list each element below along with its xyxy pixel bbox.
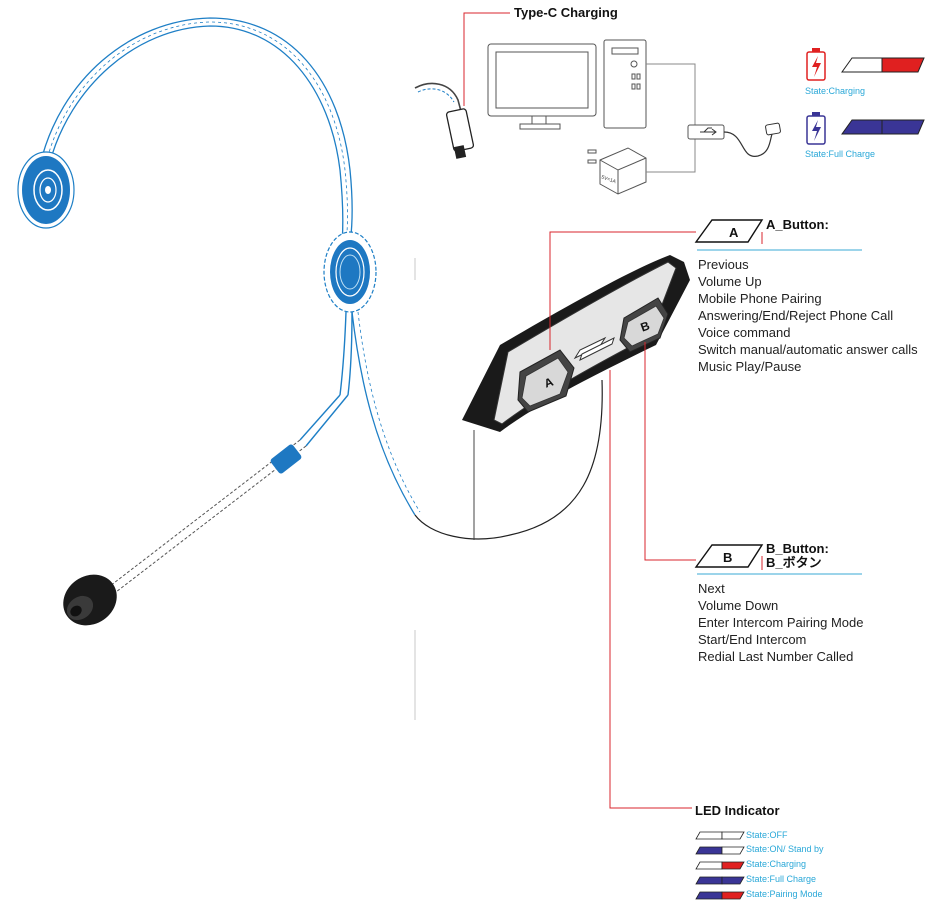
right-hub — [323, 231, 377, 313]
led-state-label: State:Charging — [746, 859, 807, 869]
led-bar-right-segment — [721, 876, 745, 885]
headband — [39, 17, 353, 246]
a-function-item: Previous — [698, 257, 749, 272]
a-button-title: A_Button: — [766, 217, 829, 232]
led-callout-line — [609, 370, 692, 809]
b-function-item: Enter Intercom Pairing Mode — [698, 615, 864, 630]
charging-cable — [414, 82, 475, 159]
adapter-label: 5V=1A — [600, 174, 617, 185]
b-function-item: Start/End Intercom — [698, 632, 807, 647]
a-function-item: Volume Up — [698, 274, 762, 289]
led-state-label: State:Full Charge — [746, 874, 817, 884]
b-button-subtitle: B_ボタン — [766, 555, 822, 570]
b-callout-line — [644, 342, 696, 561]
cable-to-mic — [299, 311, 353, 447]
led-legend — [695, 831, 745, 900]
battery-full-icon — [806, 112, 826, 145]
b-button-title: B_Button: — [766, 541, 829, 556]
battery-charging-label: State:Charging — [805, 86, 866, 96]
usb-cable-icon — [687, 122, 781, 157]
usb-connector-lines — [646, 63, 696, 173]
a-callout-line — [549, 231, 696, 350]
led-bar-right-segment — [721, 831, 745, 840]
led-bar-right-segment — [721, 861, 745, 870]
charging-state-bar — [841, 57, 925, 73]
type-c-charging-title: Type-C Charging — [514, 5, 618, 20]
battery-full-label: State:Full Charge — [805, 149, 876, 159]
boom-mic — [63, 439, 307, 626]
cable-to-control — [351, 311, 421, 516]
a-function-item: Answering/End/Reject Phone Call — [698, 308, 894, 323]
b-function-item: Volume Down — [698, 598, 779, 613]
a-key: A — [517, 349, 575, 413]
led-bar-left-segment — [695, 861, 723, 870]
a-function-item: Switch manual/automatic answer calls — [698, 342, 918, 357]
b-key: B — [619, 297, 669, 353]
b-button-badge: B — [694, 544, 764, 568]
led-bar-left-segment — [695, 831, 723, 840]
b-badge-letter: B — [723, 550, 732, 565]
guide-lines — [414, 258, 475, 720]
b-function-item: Next — [698, 581, 725, 596]
a-function-item: Music Play/Pause — [698, 359, 802, 374]
charging-callout-line — [463, 12, 510, 106]
a-function-item: Voice command — [698, 325, 791, 340]
computer-tower-icon — [603, 39, 647, 129]
cable-black — [414, 379, 603, 540]
control-unit — [462, 255, 690, 432]
a-function-item: Mobile Phone Pairing — [698, 291, 822, 306]
a-badge-letter: A — [729, 225, 739, 240]
battery-charging-icon — [806, 48, 826, 81]
led-state-label: State:OFF — [746, 830, 788, 840]
full-charge-state-bar — [841, 119, 925, 135]
led-bar-left-segment — [695, 891, 723, 900]
led-state-label: State:Pairing Mode — [746, 889, 823, 899]
left-ear-speaker — [17, 151, 75, 229]
b-function-item: Redial Last Number Called — [698, 649, 854, 664]
computer-monitor-icon — [487, 43, 597, 130]
led-bar-left-segment — [695, 846, 723, 855]
a-button-function-list: Previous Volume Up Mobile Phone Pairing … — [698, 256, 918, 375]
led-bar-right-segment — [721, 846, 745, 855]
led-state-label: State:ON/ Stand by — [746, 844, 824, 854]
power-adapter-icon: 5V=1A — [587, 147, 647, 195]
led-indicator-title: LED Indicator — [695, 803, 780, 818]
led-bar-right-segment — [721, 891, 745, 900]
led-bar-left-segment — [695, 876, 723, 885]
b-button-function-list: Next Volume Down Enter Intercom Pairing … — [698, 580, 863, 665]
a-button-badge: A — [694, 219, 764, 243]
